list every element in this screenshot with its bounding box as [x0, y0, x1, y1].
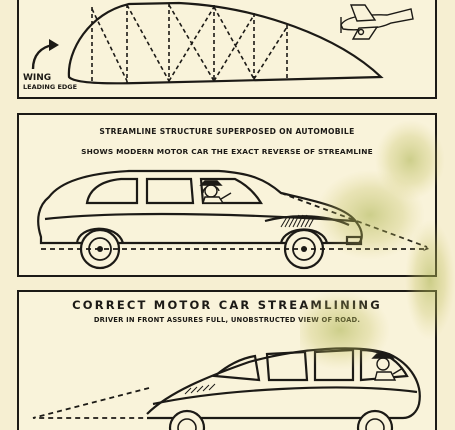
- leading-edge-label: LEADING EDGE: [23, 83, 78, 91]
- modern-car-rear-arch: [75, 227, 125, 244]
- streamlined-car-hatching: [184, 383, 216, 395]
- modern-car-caption-line2: SHOWS MODERN MOTOR CAR THE EXACT REVERSE…: [81, 147, 373, 156]
- wing-outline: [67, 1, 384, 85]
- modern-car-panel: STREAMLINE STRUCTURE SUPERPOSED ON AUTOM…: [17, 113, 437, 277]
- modern-car-side-window: [145, 177, 195, 205]
- streamlined-car-side-window: [313, 348, 355, 382]
- wing-panel: WING LEADING EDGE: [17, 0, 437, 99]
- correct-streamline-subtitle: DRIVER IN FRONT ASSURES FULL, UNOBSTRUCT…: [93, 316, 361, 324]
- modern-car-front-window: [199, 177, 263, 205]
- modern-car-drawing: [37, 169, 429, 270]
- modern-car-caption-line1: STREAMLINE STRUCTURE SUPERPOSED ON AUTOM…: [99, 127, 355, 136]
- streamlined-car-rear-window: [212, 354, 261, 382]
- streamlined-car-mid-window: [265, 350, 309, 382]
- streamlined-car-front-wheel: [356, 409, 394, 430]
- streamlined-car-drawing: [32, 347, 421, 430]
- wing-label: WING: [23, 73, 52, 83]
- driver-figure: [199, 180, 232, 204]
- wing-truss: [91, 3, 288, 83]
- airplane-icon: [340, 4, 414, 40]
- modern-car-grille: [280, 214, 316, 228]
- wing-cross-section-drawing: [31, 1, 414, 85]
- leading-edge-arrowhead: [49, 39, 59, 51]
- streamlined-car-belt-line: [152, 386, 418, 406]
- correct-streamline-tail: [32, 387, 199, 419]
- correct-streamline-panel: CORRECT MOTOR CAR STREAMLINING DRIVER IN…: [17, 290, 437, 430]
- streamlined-car-rear-wheel: [168, 409, 206, 430]
- modern-car-rear-window: [85, 177, 139, 205]
- modern-car-bumper: [345, 235, 363, 246]
